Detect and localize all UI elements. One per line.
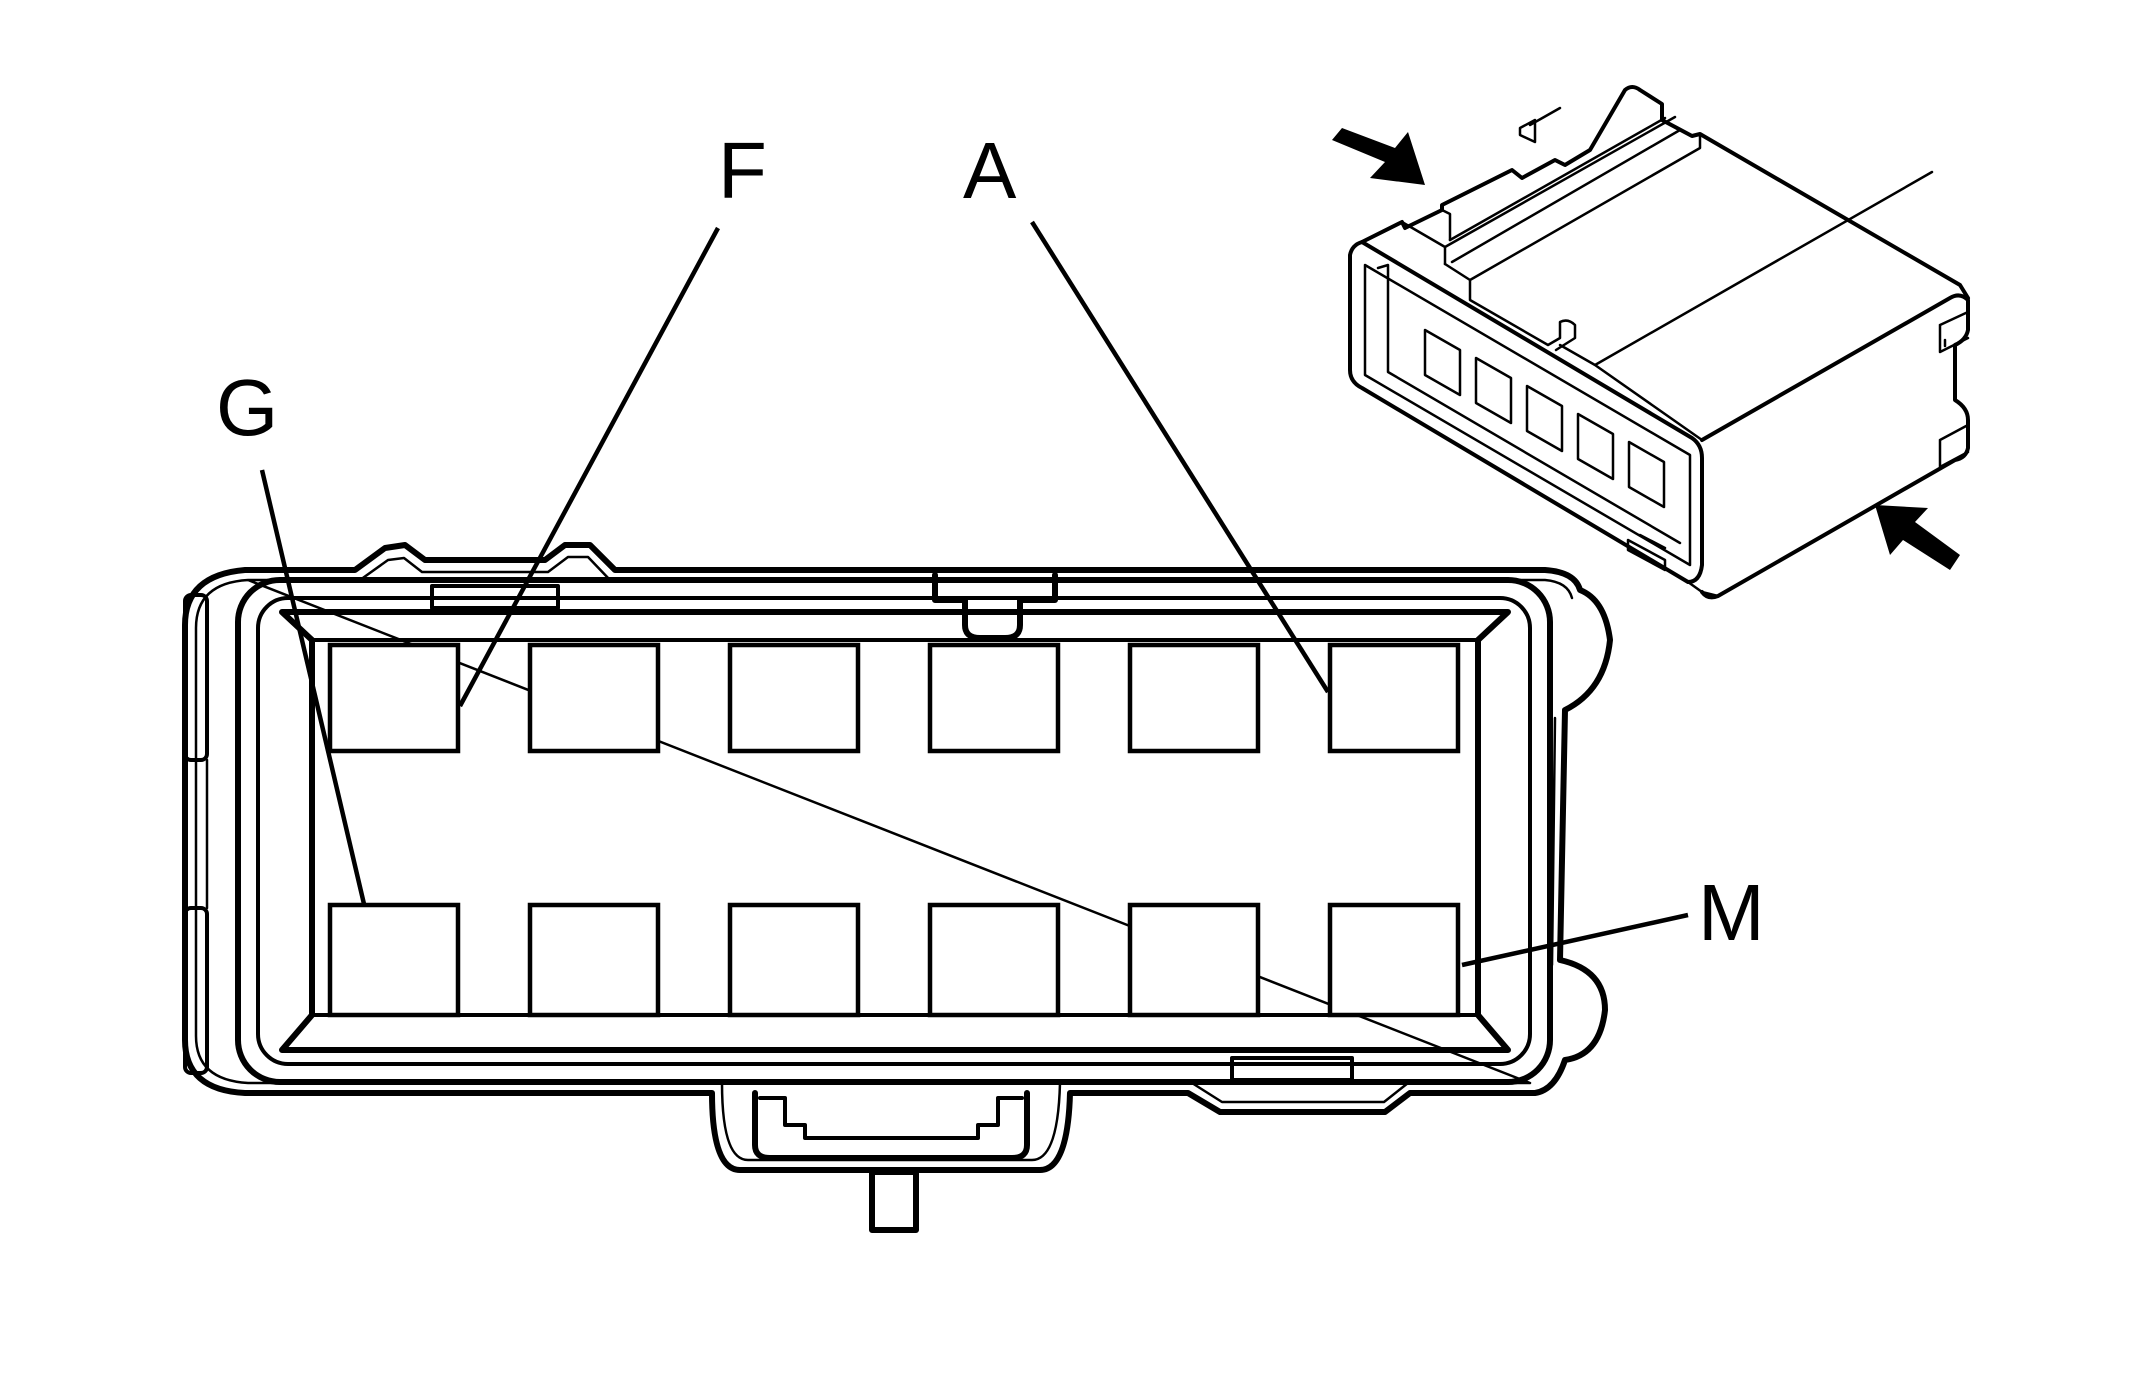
leader-lines	[259, 220, 1689, 968]
callout-g: G	[216, 363, 278, 452]
cavity-b	[1127, 642, 1261, 754]
cavity-a	[1327, 642, 1461, 754]
iso-side-latch-bottom	[1938, 423, 1970, 469]
cavity-g	[327, 902, 461, 1018]
leader-m	[1461, 912, 1689, 968]
iso-bottom-tab	[1626, 533, 1667, 572]
callout-labels: F A G M	[216, 126, 1765, 957]
bottom-latch-outline	[752, 1090, 1030, 1161]
cavity-d	[727, 642, 861, 754]
cavity-recess	[279, 609, 1511, 1053]
bottom-post	[869, 1169, 919, 1233]
iso-cavities	[1423, 328, 1666, 509]
iso-cavity-3	[1525, 384, 1564, 453]
iso-cavity-1	[1423, 328, 1462, 397]
connector-isometric-view	[1332, 85, 1970, 600]
arrow-icon-top-left	[1332, 128, 1425, 185]
iso-top-surface	[1360, 85, 1970, 300]
cavity-f	[327, 642, 461, 754]
top-slot	[430, 584, 560, 610]
cavity-h	[527, 902, 661, 1018]
shroud-outer	[235, 577, 1553, 1085]
iso-right-edge	[1558, 170, 1934, 442]
callout-m: M	[1698, 868, 1765, 957]
callout-a: A	[963, 126, 1017, 215]
connector-face-view	[182, 542, 1613, 1233]
iso-top-rib-3	[1443, 132, 1702, 352]
cavity-l	[1127, 902, 1261, 1018]
iso-top-slot	[1518, 106, 1562, 144]
cavity-c	[927, 642, 1061, 754]
iso-front-face-recess	[1376, 263, 1682, 545]
iso-bottom-edge	[1686, 580, 1720, 598]
iso-side-latch-top	[1938, 310, 1970, 354]
iso-cavity-2	[1474, 356, 1513, 425]
latch-key	[932, 572, 1058, 641]
shroud-inner	[256, 596, 1532, 1066]
cavity-m	[1327, 902, 1461, 1018]
leader-g	[259, 469, 367, 905]
iso-front-face-outer	[1348, 240, 1704, 584]
iso-cavity-5	[1627, 440, 1666, 509]
bottom-latch-inner	[758, 1096, 1024, 1140]
cavity-e	[527, 642, 661, 754]
cavity-row-top	[327, 642, 1461, 754]
left-tab-lower	[183, 906, 209, 1075]
callout-f: F	[718, 126, 767, 215]
iso-cavity-4	[1576, 412, 1615, 481]
leader-f	[458, 226, 720, 708]
left-tab-upper	[183, 593, 209, 762]
housing-outer-outline	[182, 542, 1613, 1173]
iso-front-face-inner	[1363, 263, 1692, 567]
cavity-k	[927, 902, 1061, 1018]
bottom-slot	[1230, 1056, 1354, 1082]
cavity-row-bottom	[327, 902, 1461, 1018]
iso-top-rib-2	[1443, 115, 1682, 264]
cavity-j	[727, 902, 861, 1018]
leader-a	[1030, 220, 1330, 694]
arrow-icon-bottom-right	[1875, 505, 1960, 570]
